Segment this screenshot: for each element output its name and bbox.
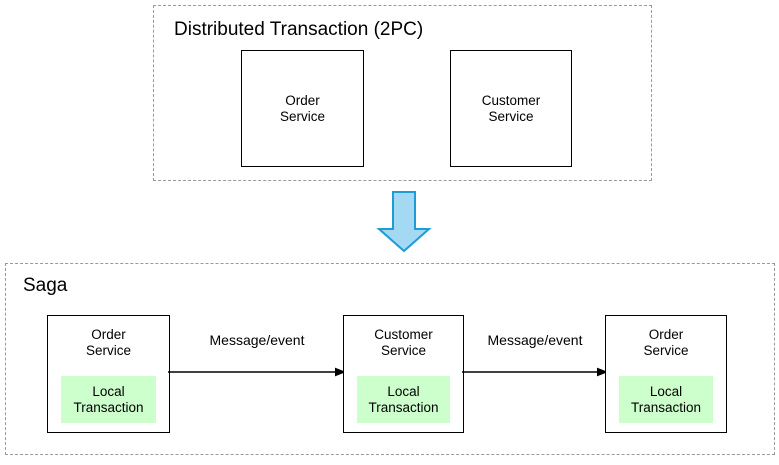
- connector-label: Message/event: [209, 332, 305, 348]
- local-transaction-block: Local Transaction: [61, 376, 156, 423]
- local-transaction-label: Local Transaction: [368, 383, 439, 415]
- service-label: Customer Service: [481, 92, 541, 124]
- connector-label: Message/event: [487, 332, 583, 348]
- local-transaction-label: Local Transaction: [630, 383, 702, 415]
- connector-message-event-2: Message/event: [462, 332, 608, 382]
- service-label: Order Service: [643, 327, 689, 358]
- service-box-customer-service-saga: Customer Service Local Transaction: [343, 315, 464, 433]
- service-box-order-service-2pc: Order Service: [241, 50, 364, 167]
- local-transaction-block: Local Transaction: [357, 376, 450, 423]
- service-box-order-service-saga-1: Order Service Local Transaction: [47, 315, 170, 433]
- service-label: Order Service: [279, 92, 325, 124]
- local-transaction-label: Local Transaction: [73, 383, 144, 415]
- local-transaction-block: Local Transaction: [619, 376, 713, 423]
- transition-down-arrow-icon: [374, 191, 434, 253]
- connector-message-event-1: Message/event: [168, 332, 346, 382]
- service-label: Customer Service: [374, 327, 433, 358]
- group-title-saga: Saga: [23, 275, 68, 296]
- service-label: Order Service: [85, 327, 131, 358]
- group-saga: Saga: [5, 263, 775, 455]
- group-title-distributed-transaction: Distributed Transaction (2PC): [174, 19, 424, 40]
- group-distributed-transaction: Distributed Transaction (2PC): [153, 5, 652, 181]
- service-box-customer-service-2pc: Customer Service: [450, 50, 572, 167]
- service-box-order-service-saga-2: Order Service Local Transaction: [605, 315, 727, 433]
